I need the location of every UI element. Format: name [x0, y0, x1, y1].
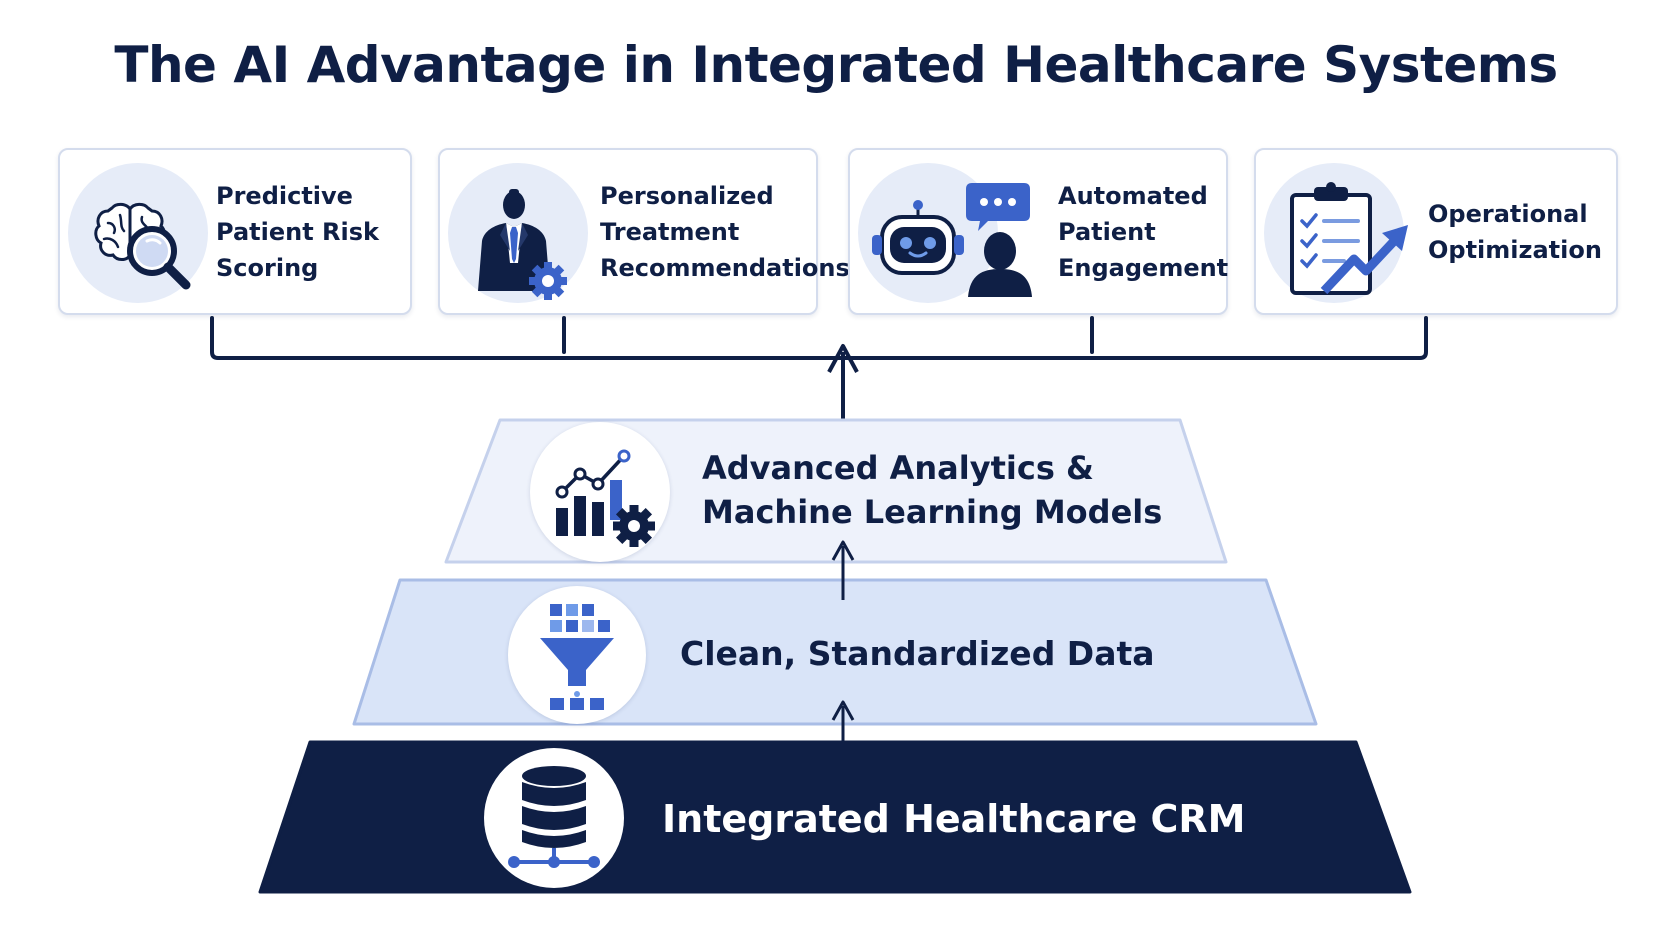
card-line: Patient [1058, 217, 1156, 246]
clipboard-trend-icon [1264, 163, 1408, 303]
card-line: Automated [1058, 181, 1208, 210]
data-funnel-icon [508, 586, 646, 724]
card-line: Engagement [1058, 253, 1229, 282]
layer-crm-label: Integrated Healthcare CRM [662, 797, 1246, 841]
card-line: Optimization [1428, 235, 1602, 264]
arrow-head [827, 344, 859, 373]
card-line: Operational [1428, 199, 1588, 228]
arrow-head [831, 540, 855, 561]
layer-analytics-label: Advanced Analytics & Machine Learning Mo… [702, 446, 1162, 534]
card-label: Personalized Treatment Recommendations [600, 150, 850, 313]
brain-magnifier-icon [68, 163, 208, 303]
chatbot-patient-icon [858, 163, 1032, 303]
card-predictive-risk: Predictive Patient Risk Scoring [58, 148, 412, 315]
card-label: Operational Optimization [1428, 150, 1602, 313]
card-line: Recommendations [600, 253, 850, 282]
card-line: Patient Risk [216, 217, 379, 246]
card-personalized-treatment: Personalized Treatment Recommendations [438, 148, 850, 315]
arrow-head [831, 700, 855, 721]
card-label: Automated Patient Engagement [1058, 150, 1228, 313]
diagram-title: The AI Advantage in Integrated Healthcar… [114, 36, 1558, 94]
layer-line: Advanced Analytics & [702, 449, 1094, 487]
layer-line: Machine Learning Models [702, 493, 1163, 531]
card-line: Treatment [600, 217, 740, 246]
layer-data-label: Clean, Standardized Data [680, 634, 1155, 673]
analytics-gear-icon [530, 422, 670, 562]
card-operational-optimization: Operational Optimization [1254, 148, 1618, 315]
doctor-gear-icon [448, 163, 588, 303]
database-network-icon [484, 748, 624, 888]
card-line: Scoring [216, 253, 319, 282]
card-automated-engagement: Automated Patient Engagement [848, 148, 1228, 315]
card-line: Predictive [216, 181, 353, 210]
card-line: Personalized [600, 181, 774, 210]
card-label: Predictive Patient Risk Scoring [216, 150, 379, 313]
bracket-line [210, 316, 1428, 360]
